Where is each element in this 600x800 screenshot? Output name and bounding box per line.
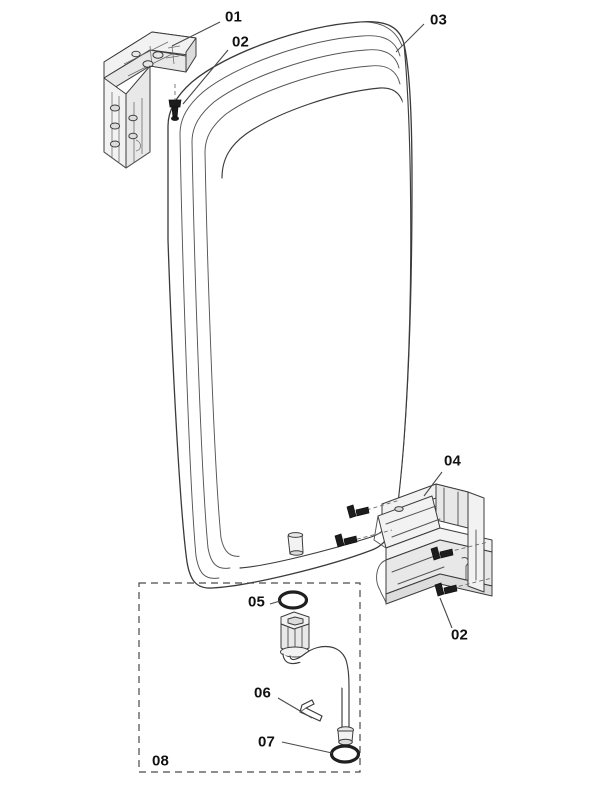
bracket04-channel-lines (391, 553, 445, 585)
group-box-08-outline (138, 582, 361, 773)
label-03: 03 (430, 11, 447, 28)
bolt-d-head (434, 582, 445, 597)
bracket01-hole-2 (109, 122, 121, 130)
tank-contour-3-left (191, 141, 231, 569)
leader-line-05 (269, 600, 281, 605)
bracket04-right-slot (461, 557, 469, 581)
leader-line-01 (171, 21, 221, 47)
tank-contour-2-left (179, 133, 220, 579)
hex-bolt-part-02-upper[interactable]: 02 (168, 33, 249, 121)
tank-outlet-nipple (287, 532, 304, 556)
filler-neck-assembly[interactable] (280, 611, 354, 746)
label-02-lower: 02 (451, 626, 468, 643)
tank-inner-panel (221, 87, 410, 569)
bracket01-leg-bottom (103, 151, 151, 169)
label-04: 04 (444, 452, 462, 469)
bolt-d-shank (443, 584, 458, 595)
leader-line-02-lower (439, 597, 453, 629)
tank-contour-4 (204, 65, 401, 153)
bolt-b-shank (343, 535, 358, 546)
label-08: 08 (152, 752, 169, 769)
lower-o-ring-part-07[interactable]: 07 (258, 733, 361, 764)
fuel-tank-part-03[interactable]: 03 (167, 11, 447, 589)
label-07: 07 (258, 733, 275, 750)
bolt-c-head (430, 546, 441, 561)
leader-line-07 (281, 741, 333, 754)
bracket01-hole-detail (135, 139, 141, 152)
bracket01-boss-3 (131, 50, 141, 58)
label-02-upper: 02 (232, 33, 249, 50)
bracket04-gusset-left (373, 515, 387, 549)
bracket04-hole-1 (394, 506, 404, 512)
filler-kit-group-box-part-08: 08 (138, 582, 361, 773)
bolt-a-head (346, 504, 357, 519)
leader-line-04 (423, 471, 443, 497)
tank-crown-highlight (359, 21, 403, 47)
bolt-upper-head (168, 99, 182, 108)
bracket01-hole-4 (128, 114, 138, 122)
tank-contour-2 (179, 35, 401, 135)
tank-contour-3 (191, 49, 400, 143)
bolt-lower-b (334, 529, 393, 548)
leader-line-06 (277, 697, 313, 719)
bolt-b-head (334, 533, 345, 548)
bracket01-boss-1 (152, 51, 164, 59)
bracket01-boss-2 (142, 60, 154, 68)
bracket04-ramp-lines (385, 505, 441, 538)
label-05: 05 (248, 593, 265, 610)
lower-mounting-bracket-part-04[interactable]: 04 (373, 452, 493, 605)
bolt-lower-d (434, 577, 493, 597)
hex-bolts-part-02-lower[interactable]: 02 (334, 499, 493, 643)
tank-contour-4-left (204, 151, 243, 557)
bracket01-hole-5 (128, 132, 138, 140)
bracket04-rear-web (435, 483, 469, 529)
bolt-lower-c (430, 541, 489, 561)
bracket04-left-round-end (376, 559, 387, 605)
bolt-lower-a (346, 499, 401, 519)
bracket01-hole-3 (109, 140, 121, 148)
filler-tube-end-face (338, 738, 353, 746)
leader-line-03 (395, 23, 425, 53)
bolt-c-shank (439, 548, 454, 559)
filler-cap-hex-recess (287, 616, 304, 626)
bracket01-leg-ribs-2 (133, 98, 143, 162)
bracket01-boss-detail (165, 45, 181, 59)
upper-mounting-bracket-part-01[interactable]: 01 (103, 8, 242, 169)
outlet-nipple-top (287, 532, 304, 538)
bracket04-rear-web-lines (443, 487, 459, 526)
o-ring-05 (277, 590, 309, 610)
bracket01-hole-1 (109, 104, 121, 112)
label-01: 01 (225, 8, 242, 25)
retaining-clip-part-06[interactable]: 06 (254, 684, 323, 722)
bolt-upper-tip (171, 116, 179, 121)
bolt-a-shank (355, 506, 370, 517)
o-ring-07 (329, 744, 361, 764)
bolt-b-axis (349, 529, 393, 542)
outlet-nipple-bottom (289, 550, 304, 556)
label-06: 06 (254, 684, 271, 701)
upper-o-ring-part-05[interactable]: 05 (248, 590, 309, 610)
leader-line-02-upper (182, 49, 229, 105)
filler-tube-upper-curve-inner (289, 646, 350, 693)
